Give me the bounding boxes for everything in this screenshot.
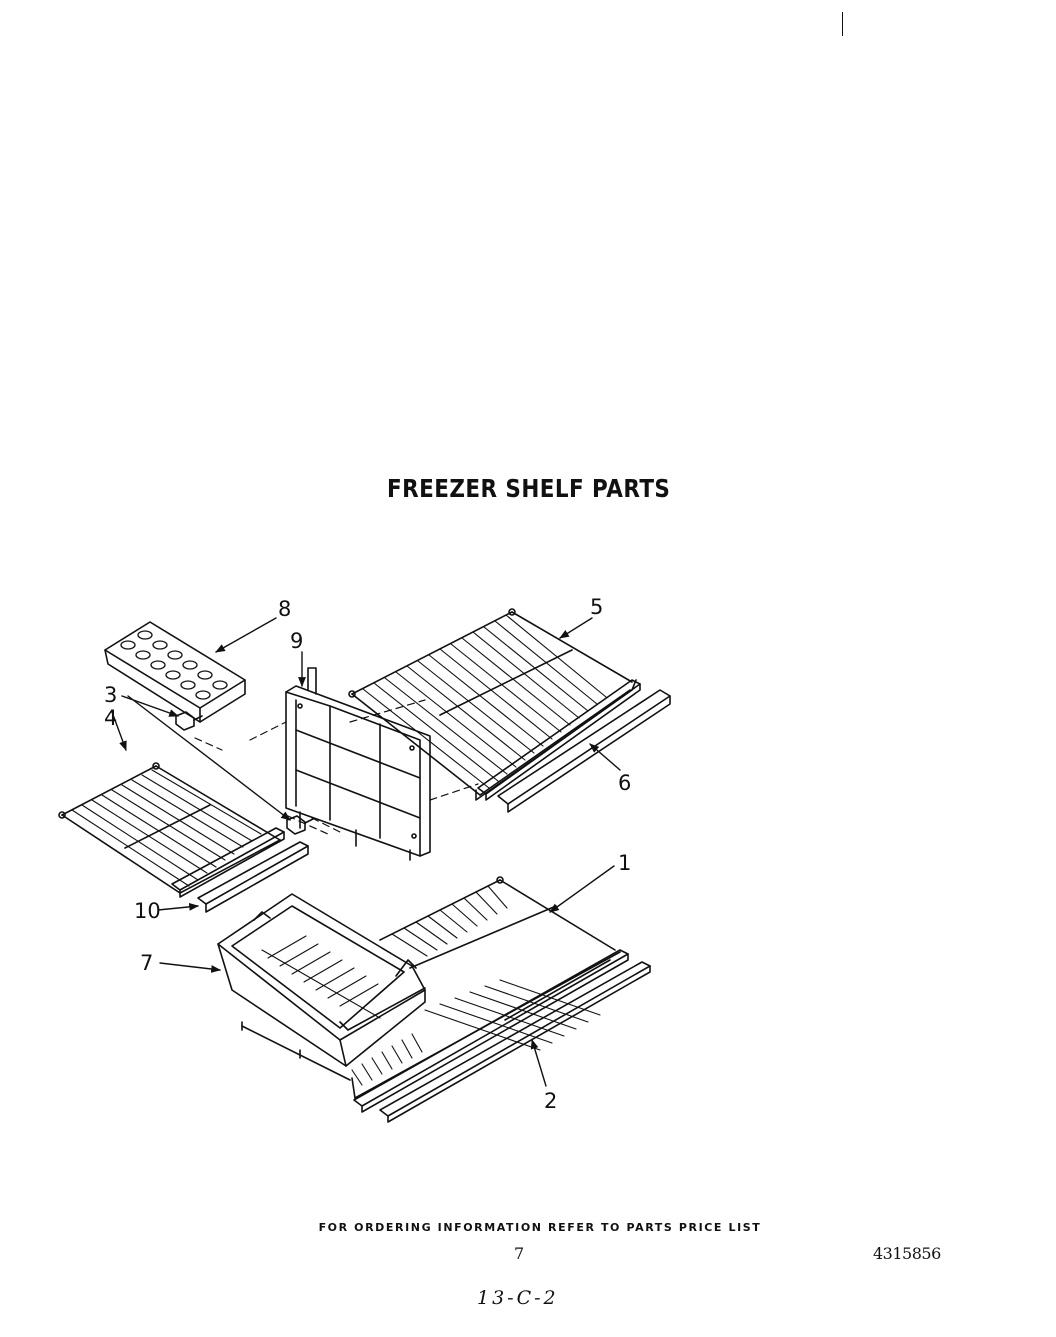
ice-tray <box>104 621 246 723</box>
wire-shelf-upper-right <box>348 608 637 801</box>
callout-7: 7 <box>140 951 153 975</box>
edge-mark <box>842 12 843 36</box>
callout-6: 6 <box>618 771 631 795</box>
callout-3: 3 <box>104 683 117 707</box>
freezer-basket <box>217 893 426 1067</box>
bolt-upper <box>175 711 203 731</box>
page-title: FREEZER SHELF PARTS <box>387 474 671 503</box>
leader-lines <box>111 617 621 1087</box>
callout-2: 2 <box>544 1089 557 1113</box>
document-number: 4315856 <box>873 1244 941 1263</box>
callout-4: 4 <box>104 706 117 730</box>
callout-1: 1 <box>618 851 631 875</box>
side-rails-upper-right <box>477 679 671 813</box>
alignment-lines <box>194 699 479 836</box>
wire-shelf-upper-left <box>58 762 281 894</box>
bolt-lower <box>286 815 314 835</box>
callout-5: 5 <box>590 595 603 619</box>
side-rails-lower <box>353 949 651 1123</box>
callout-9: 9 <box>290 629 303 653</box>
rear-rod <box>241 1025 351 1081</box>
callout-10: 10 <box>134 899 161 923</box>
page-number: 7 <box>514 1244 525 1263</box>
ordering-note: FOR ORDERING INFORMATION REFER TO PARTS … <box>318 1221 762 1234</box>
handwritten-code: 13-C-2 <box>477 1287 559 1309</box>
mounting-bracket <box>285 667 431 861</box>
callout-8: 8 <box>278 597 291 621</box>
side-rails-upper-left <box>171 827 309 913</box>
